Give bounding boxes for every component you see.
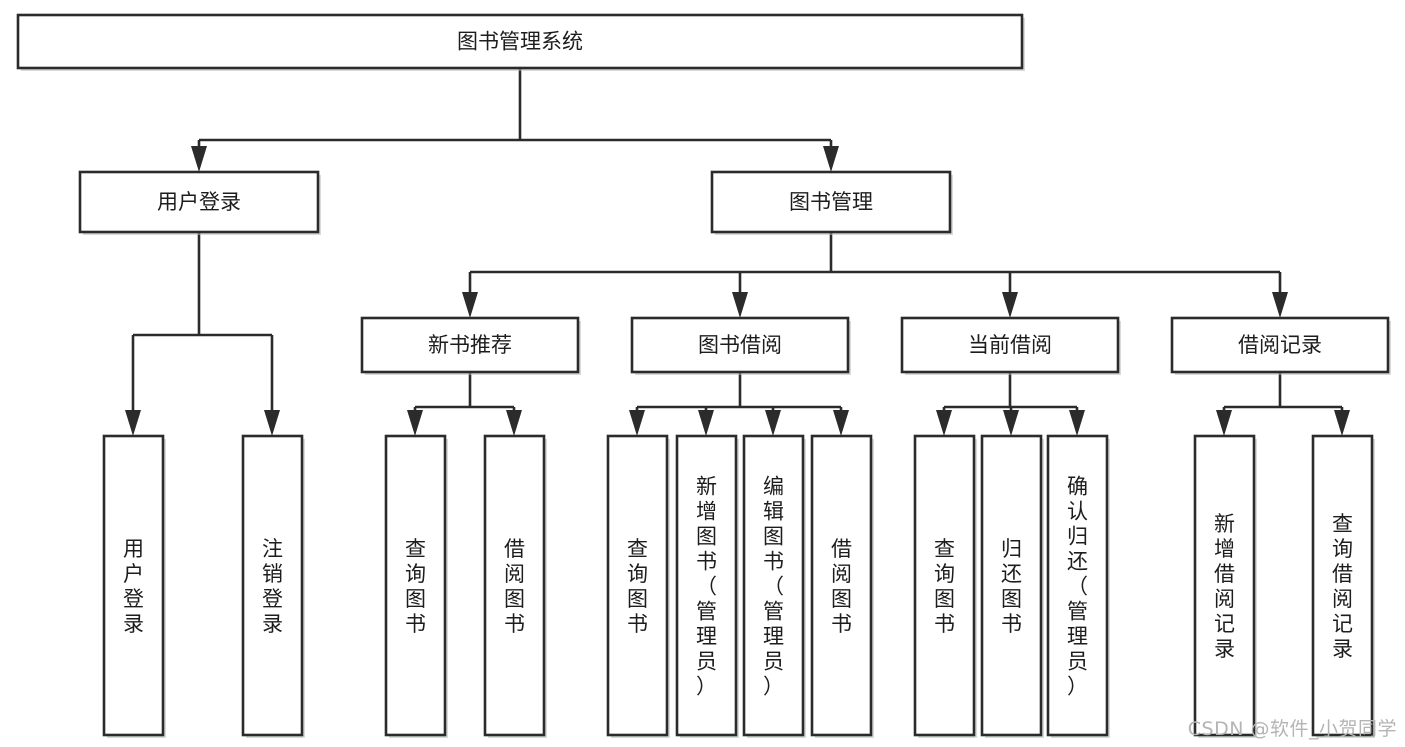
leaf-node-9-node-e5bd92e8bf98e59bbee4b9a6[interactable] [980, 434, 1043, 737]
root-node-node-e59bbee4b9a6e7aea1e79086e7b3-label: 图书管理系统 [457, 30, 583, 54]
leaf-node-9-node-e5bd92e8bf98e59bbee4b9a6-label: 归还图书 [1001, 537, 1022, 636]
login-drop-1-arrow-icon [264, 410, 280, 436]
level3-node-0-node-e696b0e4b9a6e68ea8e88d90[interactable] [360, 316, 580, 374]
leaf-node-7-node-e5809fe99885e59bbee4b9a6[interactable] [810, 434, 873, 737]
leaf-node-5-node-e696b0e5a29ee59bbee4b9a6efbc[interactable] [675, 434, 738, 737]
group-1-drop-2-arrow-icon [765, 410, 781, 436]
level3-node-2-node-e5bd93e5898de5809fe99885[interactable] [900, 316, 1120, 374]
group-1-drop-0-arrow-icon [629, 410, 645, 436]
group-3-drop-0-arrow-icon [1216, 410, 1232, 436]
leaf-node-12-node-e69fa5e8afa2e5809fe99885e8ae[interactable] [1311, 434, 1374, 737]
group-0-drop-1-arrow-icon [506, 410, 522, 436]
leaf-node-3-node-e5809fe99885e59bbee4b9a6[interactable] [483, 434, 546, 737]
level3-node-3-node-e5809fe99885e8aeb0e5bd95-label: 借阅记录 [1238, 333, 1322, 357]
group-1-drop-1-arrow-icon [698, 410, 714, 436]
leaf-node-2-node-e69fa5e8afa2e59bbee4b9a6[interactable] [384, 434, 447, 737]
manage-drop-3-arrow-icon [1272, 292, 1288, 318]
leaf-node-10-node-e7a1aee8aea4e5bd92e8bf98efbc-label: 确认归还（管理员） [1067, 475, 1088, 699]
leaf-node-0-node-e794a8e688b7e799bbe5bd95[interactable] [102, 434, 165, 737]
leaf-node-3-node-e5809fe99885e59bbee4b9a6-label: 借阅图书 [504, 537, 525, 636]
manage-drop-1-arrow-icon [732, 292, 748, 318]
group-1-drop-3-arrow-icon [833, 410, 849, 436]
level2-node-1-node-e59bbee4b9a6e7aea1e79086-label: 图书管理 [789, 190, 873, 214]
root-drop-1-arrow-icon [823, 146, 839, 172]
leaf-node-8-node-e69fa5e8afa2e59bbee4b9a6[interactable] [913, 434, 976, 737]
level3-node-3-node-e5809fe99885e8aeb0e5bd95[interactable] [1170, 316, 1390, 374]
level2-node-1-node-e59bbee4b9a6e7aea1e79086[interactable] [710, 170, 952, 234]
leaf-node-2-node-e69fa5e8afa2e59bbee4b9a6-label: 查询图书 [405, 537, 426, 636]
level3-node-1-node-e59bbee4b9a6e5809fe99885[interactable] [630, 316, 850, 374]
root-node-node-e59bbee4b9a6e7aea1e79086e7b3[interactable] [16, 13, 1024, 70]
group-2-drop-1-arrow-icon [1003, 410, 1019, 436]
root-drop-0-arrow-icon [191, 146, 207, 172]
leaf-node-8-node-e69fa5e8afa2e59bbee4b9a6-label: 查询图书 [934, 537, 955, 636]
login-drop-0-arrow-icon [125, 410, 141, 436]
level3-node-2-node-e5bd93e5898de5809fe99885-label: 当前借阅 [968, 333, 1052, 357]
leaf-node-1-node-e6b3a8e99480e799bbe5bd95-label: 注销登录 [262, 537, 283, 636]
group-0-drop-0-arrow-icon [407, 410, 423, 436]
level3-node-1-node-e59bbee4b9a6e5809fe99885-label: 图书借阅 [698, 333, 782, 357]
leaf-node-6-node-e7bc96e8be91e59bbee4b9a6efbc[interactable] [742, 434, 805, 737]
group-2-drop-2-arrow-icon [1069, 410, 1085, 436]
leaf-node-4-node-e69fa5e8afa2e59bbee4b9a6-label: 查询图书 [627, 537, 648, 636]
level2-node-0-node-e794a8e688b7e799bbe5bd95-label: 用户登录 [157, 190, 241, 214]
level3-node-0-node-e696b0e4b9a6e68ea8e88d90-label: 新书推荐 [428, 333, 512, 357]
leaf-node-12-node-e69fa5e8afa2e5809fe99885e8ae-label: 查询借阅记录 [1332, 512, 1353, 661]
leaf-node-10-node-e7a1aee8aea4e5bd92e8bf98efbc[interactable] [1046, 434, 1109, 737]
leaf-node-4-node-e69fa5e8afa2e59bbee4b9a6[interactable] [606, 434, 669, 737]
leaf-node-7-node-e5809fe99885e59bbee4b9a6-label: 借阅图书 [831, 537, 852, 636]
leaf-node-5-node-e696b0e5a29ee59bbee4b9a6efbc-label: 新增图书（管理员） [696, 475, 717, 699]
manage-drop-2-arrow-icon [1002, 292, 1018, 318]
leaf-node-11-node-e696b0e5a29ee5809fe99885e8ae-label: 新增借阅记录 [1214, 512, 1235, 661]
level2-node-0-node-e794a8e688b7e799bbe5bd95[interactable] [78, 170, 320, 234]
group-3-drop-1-arrow-icon [1334, 410, 1350, 436]
manage-drop-0-arrow-icon [462, 292, 478, 318]
leaf-node-6-node-e7bc96e8be91e59bbee4b9a6efbc-label: 编辑图书（管理员） [763, 475, 784, 699]
group-2-drop-0-arrow-icon [936, 410, 952, 436]
leaf-node-11-node-e696b0e5a29ee5809fe99885e8ae[interactable] [1193, 434, 1256, 737]
leaf-node-1-node-e6b3a8e99480e799bbe5bd95[interactable] [241, 434, 304, 737]
leaf-node-0-node-e794a8e688b7e799bbe5bd95-label: 用户登录 [123, 537, 144, 636]
